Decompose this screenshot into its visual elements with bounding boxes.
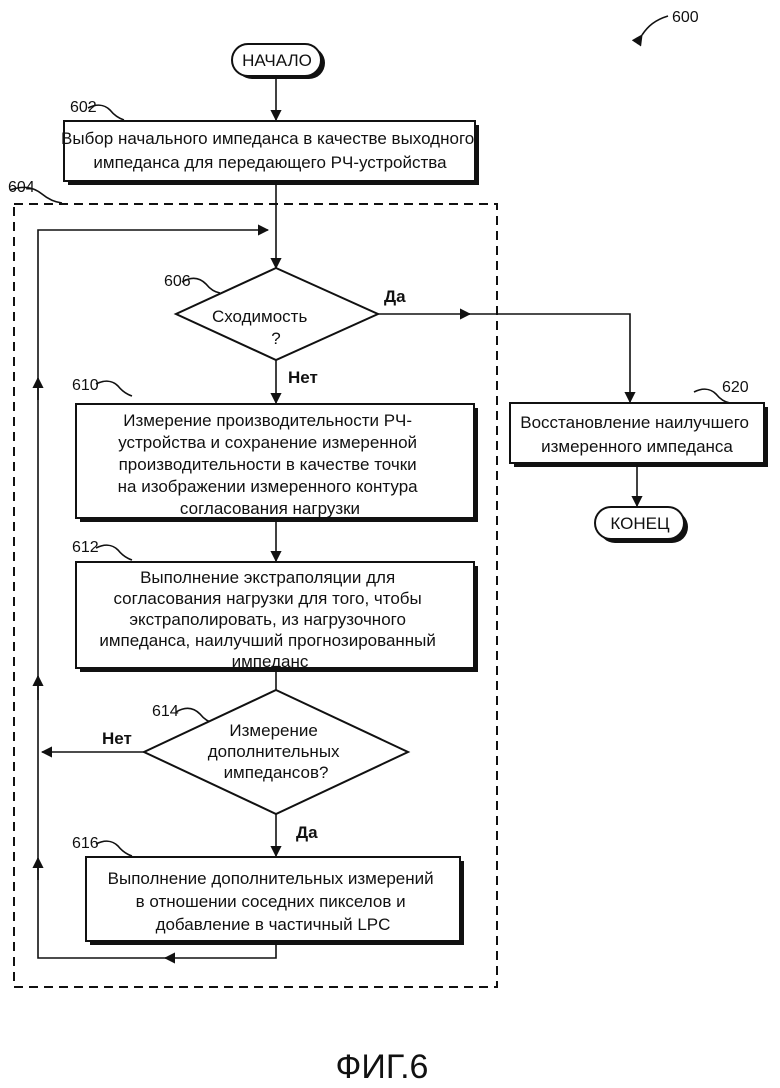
- step-620-box: 620 Восстановление наилучшего измеренног…: [510, 379, 768, 467]
- step-610-box: 610 Измерение производительности РЧ- уст…: [72, 377, 478, 522]
- step-612-box: 612 Выполнение экстраполяции для согласо…: [72, 539, 478, 672]
- decision-614-no-label: Нет: [102, 729, 132, 748]
- connector-606-yes-b: [466, 314, 630, 402]
- figure-caption: ФИГ.6: [336, 1048, 429, 1086]
- svg-text:606: 606: [164, 273, 191, 290]
- svg-text:600: 600: [672, 9, 699, 26]
- svg-text:КОНЕЦ: КОНЕЦ: [610, 514, 670, 533]
- svg-text:НАЧАЛО: НАЧАЛО: [242, 51, 312, 70]
- figure-ref-600: 600: [642, 9, 699, 35]
- step-602-box: 602 Выбор начального импеданса в качеств…: [61, 99, 479, 185]
- decision-614-yes-label: Да: [296, 823, 318, 842]
- svg-text:604: 604: [8, 179, 35, 196]
- decision-606-yes-label: Да: [384, 287, 406, 306]
- svg-text:610: 610: [72, 377, 99, 394]
- start-terminal: НАЧАЛО: [232, 44, 325, 79]
- svg-text:614: 614: [152, 703, 179, 720]
- decision-606: 606 Сходимость ?: [164, 268, 378, 360]
- svg-text:612: 612: [72, 539, 99, 556]
- decision-606-no-label: Нет: [288, 368, 318, 387]
- decision-614: 614 Измерение дополнительных импедансов?: [144, 690, 408, 814]
- step-616-box: 616 Выполнение дополнительных измерений …: [72, 835, 464, 945]
- svg-text:602: 602: [70, 99, 97, 116]
- end-terminal: КОНЕЦ: [595, 507, 688, 543]
- svg-text:616: 616: [72, 835, 99, 852]
- svg-text:620: 620: [722, 379, 749, 396]
- step-616-text: Выполнение дополнительных измерений в от…: [108, 869, 439, 934]
